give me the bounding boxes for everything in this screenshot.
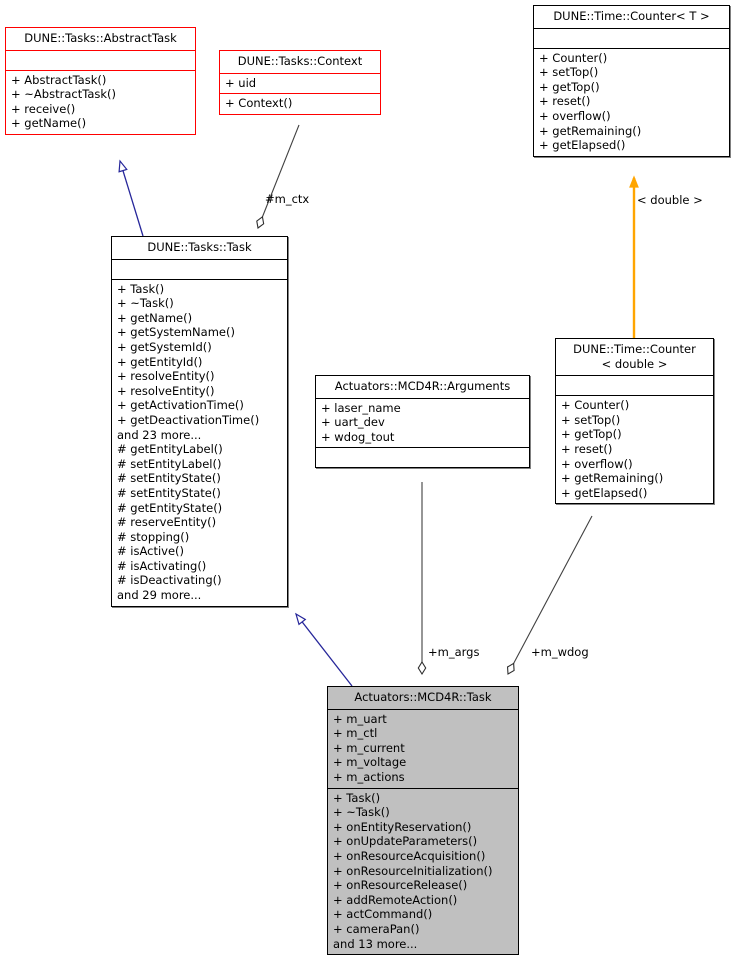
class-box-dune-tasks-abstracttask[interactable]: DUNE::Tasks::AbstractTask + AbstractTask… xyxy=(5,27,196,135)
class-member-more: and 23 more... xyxy=(117,427,202,442)
class-member: + getName() xyxy=(11,116,87,131)
class-member: + m_voltage xyxy=(333,755,407,770)
class-member-more: and 13 more... xyxy=(333,936,418,951)
class-member: + reset() xyxy=(561,441,613,456)
class-member: + Task() xyxy=(333,790,381,805)
class-title-tasks-task: DUNE::Tasks::Task xyxy=(147,240,252,254)
edge-label-template-double: < double > xyxy=(637,193,703,207)
class-member: + Counter() xyxy=(539,50,608,65)
class-member: # setEntityLabel() xyxy=(117,456,222,471)
class-member: # isDeactivating() xyxy=(117,573,222,588)
class-member-more: and 29 more... xyxy=(117,588,202,603)
class-member: + m_actions xyxy=(333,769,405,784)
class-member: + onEntityReservation() xyxy=(333,819,472,834)
class-operations-counter-t: + Counter() + setTop() + getTop() + rese… xyxy=(534,47,729,156)
class-member: + getElapsed() xyxy=(561,485,648,500)
class-member: + resolveEntity() xyxy=(117,383,215,398)
class-title-arguments: Actuators::MCD4R::Arguments xyxy=(334,379,511,393)
class-member: + onUpdateParameters() xyxy=(333,834,478,849)
class-box-dune-tasks-task[interactable]: DUNE::Tasks::Task + Task() + ~Task() + g… xyxy=(111,236,288,607)
class-member: + reset() xyxy=(539,94,591,109)
class-attributes-context: + uid xyxy=(220,72,380,94)
class-box-actuators-mcd4r-task[interactable]: Actuators::MCD4R::Task + m_uart + m_ctl … xyxy=(327,686,519,956)
edge-label-m-ctx: #m_ctx xyxy=(265,192,310,206)
class-attributes-tasks-task xyxy=(112,258,287,279)
class-attributes-mcd4r-task: + m_uart + m_ctl + m_current + m_voltage… xyxy=(328,708,518,788)
class-member: # setEntityState() xyxy=(117,471,221,486)
class-member: + getRemaining() xyxy=(539,123,642,138)
class-member: + Task() xyxy=(117,281,165,296)
class-member: + laser_name xyxy=(321,400,401,415)
class-member: # getEntityState() xyxy=(117,500,223,515)
class-attributes-abstracttask xyxy=(6,49,195,70)
class-member: + getActivationTime() xyxy=(117,398,244,413)
class-box-dune-time-counter-t[interactable]: DUNE::Time::Counter< T > + Counter() + s… xyxy=(533,5,730,157)
class-member: # getEntityLabel() xyxy=(117,442,223,457)
class-member: + uid xyxy=(225,75,257,90)
class-box-dune-time-counter-double[interactable]: DUNE::Time::Counter < double > + Counter… xyxy=(555,338,714,505)
class-title-counter-t: DUNE::Time::Counter< T > xyxy=(553,9,710,23)
class-member: + getSystemId() xyxy=(117,339,212,354)
class-operations-context: + Context() xyxy=(220,93,380,114)
class-operations-abstracttask: + AbstractTask() + ~AbstractTask() + rec… xyxy=(6,69,195,134)
class-member: + addRemoteAction() xyxy=(333,892,458,907)
class-member: + onResourceAcquisition() xyxy=(333,848,486,863)
class-member: # setEntityState() xyxy=(117,485,221,500)
class-member: + onResourceInitialization() xyxy=(333,863,493,878)
class-operations-arguments xyxy=(316,447,529,467)
class-operations-mcd4r-task: + Task() + ~Task() + onEntityReservation… xyxy=(328,787,518,955)
class-member: + setTop() xyxy=(539,65,599,80)
class-member: + resolveEntity() xyxy=(117,369,215,384)
class-member: + Counter() xyxy=(561,398,630,413)
edge-task-inherits-abstracttask xyxy=(118,159,144,237)
class-member: + overflow() xyxy=(539,108,611,123)
class-title-context: DUNE::Tasks::Context xyxy=(237,54,363,68)
class-operations-counter-double: + Counter() + setTop() + getTop() + rese… xyxy=(556,395,713,503)
class-member: + ~AbstractTask() xyxy=(11,87,116,102)
class-member: + getEntityId() xyxy=(117,354,203,369)
class-member: # isActivating() xyxy=(117,558,207,573)
class-member: + m_ctl xyxy=(333,726,378,741)
class-member: + actCommand() xyxy=(333,907,433,922)
class-box-dune-tasks-context[interactable]: DUNE::Tasks::Context + uid + Context() xyxy=(219,50,381,115)
class-member: + getName() xyxy=(117,310,193,325)
class-member: + getSystemName() xyxy=(117,325,235,340)
class-member: # stopping() xyxy=(117,529,190,544)
class-member: + getRemaining() xyxy=(561,471,664,486)
edge-context-aggregates-task xyxy=(258,124,300,228)
class-member: # isActive() xyxy=(117,544,185,559)
class-member: + getDeactivationTime() xyxy=(117,412,260,427)
class-operations-tasks-task: + Task() + ~Task() + getName() + getSyst… xyxy=(112,278,287,606)
class-member: + ~Task() xyxy=(117,296,174,311)
class-member: + cameraPan() xyxy=(333,921,420,936)
class-member: + m_uart xyxy=(333,711,387,726)
class-attributes-counter-double xyxy=(556,375,713,395)
class-member: + AbstractTask() xyxy=(11,72,107,87)
class-title-abstracttask: DUNE::Tasks::AbstractTask xyxy=(24,31,177,45)
class-member: + Context() xyxy=(225,96,293,111)
class-member: + getTop() xyxy=(561,427,622,442)
edge-mcd4rtask-inherits-task xyxy=(295,612,353,687)
class-member: + getElapsed() xyxy=(539,138,626,153)
class-title-mcd4r-task: Actuators::MCD4R::Task xyxy=(354,690,492,704)
edge-label-m-args: +m_args xyxy=(428,645,480,659)
class-member: + m_current xyxy=(333,740,405,755)
class-member: + setTop() xyxy=(561,412,621,427)
class-member: + onResourceRelease() xyxy=(333,878,468,893)
edge-label-m-wdog: +m_wdog xyxy=(531,645,589,659)
class-attributes-counter-t xyxy=(534,27,729,48)
class-member: + overflow() xyxy=(561,456,633,471)
class-member: # reserveEntity() xyxy=(117,515,217,530)
class-attributes-arguments: + laser_name + uart_dev + wdog_tout xyxy=(316,397,529,448)
class-member: + receive() xyxy=(11,101,76,116)
class-box-actuators-mcd4r-arguments[interactable]: Actuators::MCD4R::Arguments + laser_name… xyxy=(315,375,530,469)
class-member: + wdog_tout xyxy=(321,429,395,444)
class-member: + uart_dev xyxy=(321,415,385,430)
class-member: + getTop() xyxy=(539,79,600,94)
class-member: + ~Task() xyxy=(333,805,390,820)
class-title-counter-double: DUNE::Time::Counter < double > xyxy=(573,342,696,371)
